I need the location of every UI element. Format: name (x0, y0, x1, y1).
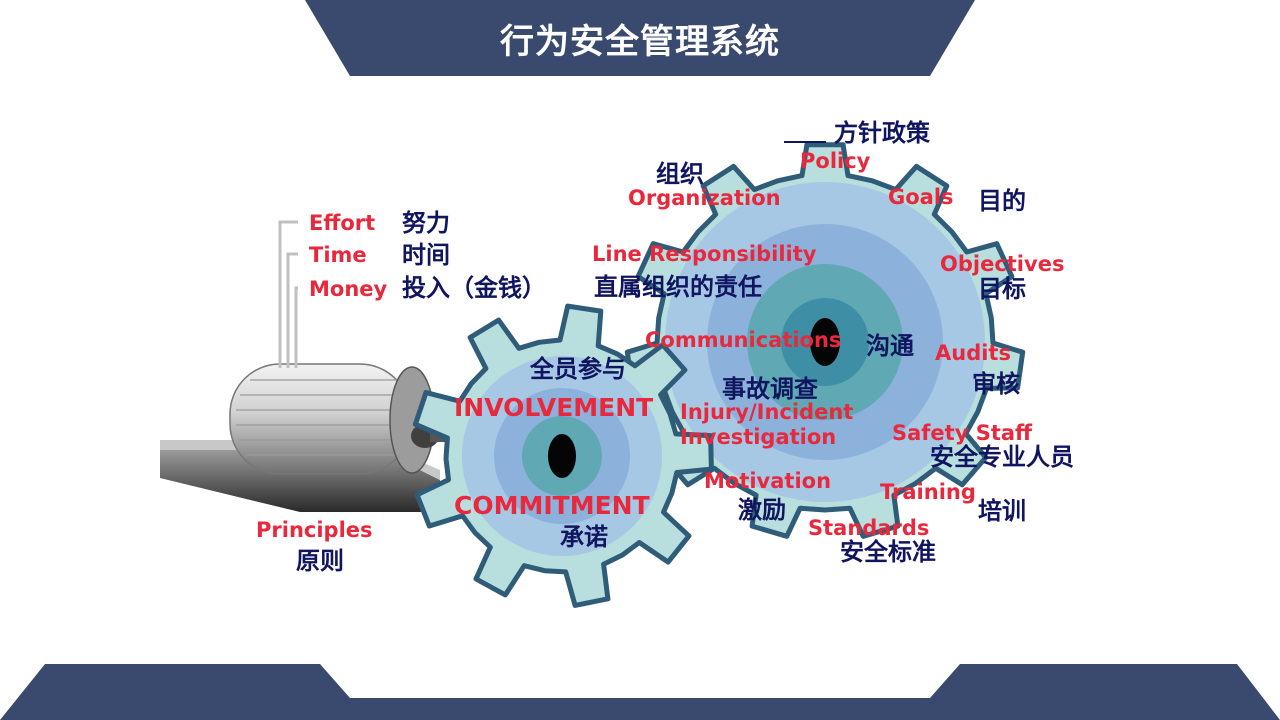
footer-band-left (0, 664, 1280, 720)
title-banner-shape (305, 0, 975, 76)
effort-label: Effort (309, 211, 375, 235)
training-label-zh: 培训 (978, 497, 1026, 525)
involvement-label-zh: 全员参与 (529, 355, 626, 383)
objectives-label: Objectives (940, 252, 1064, 276)
small-gear-hole (548, 434, 576, 478)
time-label-zh: 时间 (402, 241, 450, 269)
audits-label-zh: 审核 (972, 370, 1020, 398)
safety-staff-label-zh: 安全专业人员 (930, 443, 1074, 471)
footer-banner (0, 664, 1280, 720)
policy-label-zh: 方针政策 (834, 119, 931, 147)
roller-machine (160, 363, 470, 512)
motivation-label-zh: 激励 (738, 496, 786, 524)
effort-label-zh: 努力 (402, 209, 450, 237)
standards-label-zh: 安全标准 (840, 538, 936, 566)
page-title: 行为安全管理系统 (500, 22, 780, 62)
policy-label: Policy (800, 149, 871, 173)
line-responsibility-label: Line Responsibility (592, 242, 817, 266)
money-label-zh: 投入（金钱） (402, 274, 546, 302)
investigation-label-zh: 事故调查 (722, 375, 818, 403)
organization-label-zh: 组织 (656, 160, 704, 188)
line-responsibility-label-zh: 直属组织的责任 (594, 273, 762, 301)
objectives-label-zh: 目标 (978, 275, 1026, 303)
involvement-label: INVOLVEMENT (454, 393, 653, 422)
time-label: Time (309, 243, 367, 267)
commitment-label-zh: 承诺 (560, 523, 608, 551)
principles-label-zh: 原则 (296, 547, 344, 575)
small-gear (412, 303, 714, 608)
goals-label-zh: 目的 (978, 187, 1026, 215)
principles-label: Principles (256, 518, 373, 542)
goals-label: Goals (888, 185, 954, 209)
organization-label: Organization (628, 186, 781, 210)
audits-label: Audits (935, 341, 1011, 365)
motivation-label: Motivation (704, 469, 831, 493)
roller-stripes (236, 379, 410, 456)
communications-label: Communications (645, 328, 841, 352)
safety-staff-label: Safety Staff (892, 421, 1033, 445)
input-bracket (278, 220, 298, 368)
standards-label: Standards (808, 516, 929, 540)
commitment-label: COMMITMENT (454, 491, 650, 520)
investigation-label-line1: Injury/Incident (680, 400, 853, 424)
big-gear (624, 142, 1026, 539)
communications-label-zh: 沟通 (866, 332, 914, 360)
money-label: Money (309, 277, 388, 301)
investigation-label-line2: Investigation (680, 425, 836, 449)
big-gear-hole (810, 318, 840, 366)
training-label: Training (880, 480, 976, 504)
title-banner (305, 0, 975, 76)
